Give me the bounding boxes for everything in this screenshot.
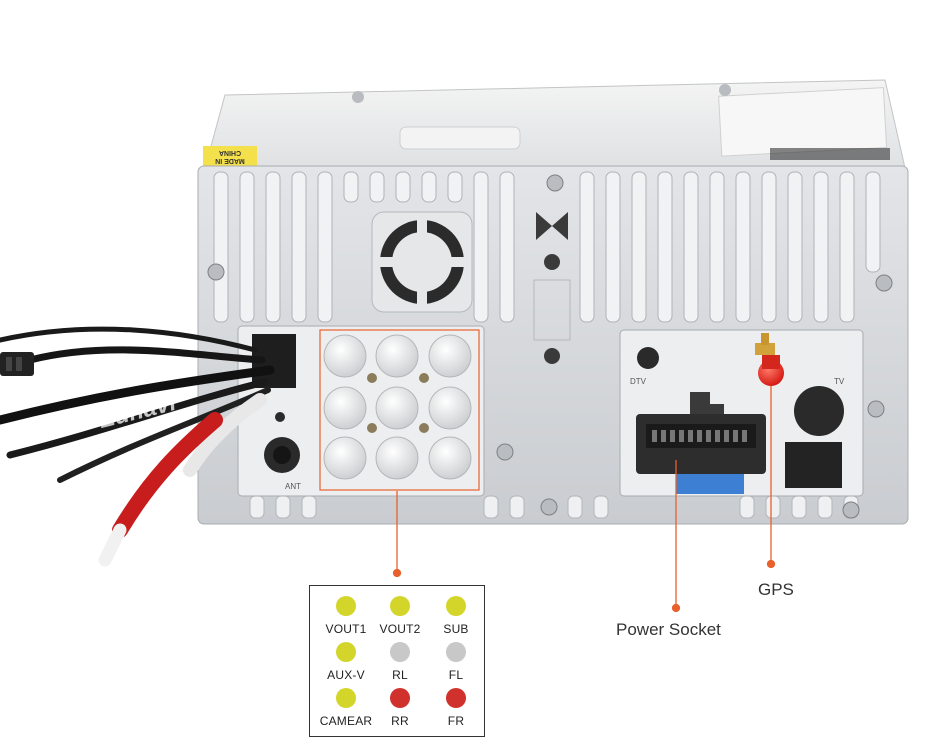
legend-label: AUX-V: [327, 668, 365, 682]
legend-item: VOUT1: [313, 592, 379, 638]
tv-label: TV: [834, 377, 845, 386]
legend-color-dot: [336, 642, 356, 662]
chassis-screws: [207, 174, 893, 519]
legend-item: FL: [423, 638, 489, 684]
sticker-line-2: MADE IN: [215, 157, 245, 164]
top-housing: [203, 79, 906, 169]
barcode-icon: [770, 148, 890, 160]
wiring-harness: [0, 326, 275, 567]
dtv-label: DTV: [630, 377, 646, 386]
harness-plug-icon: [0, 352, 34, 376]
blue-connector: [676, 474, 744, 494]
legend-item: AUX-V: [313, 638, 379, 684]
legend-item: FR: [423, 684, 489, 730]
legend-item: RR: [367, 684, 433, 730]
legend-color-dot: [446, 596, 466, 616]
legend-item: VOUT2: [367, 592, 433, 638]
legend-label: VOUT1: [325, 622, 367, 636]
rca-jacks: [323, 334, 472, 480]
sticker-text-block: CHINA MADE IN: [205, 148, 255, 164]
ant-label: ANT: [285, 482, 301, 491]
legend-item: CAMEAR: [313, 684, 379, 730]
sticker-line-1: CHINA: [218, 149, 242, 156]
power-socket-label: Power Socket: [616, 620, 721, 639]
callout-lines: [392, 386, 776, 613]
legend-label: SUB: [443, 622, 469, 636]
legend-color-dot: [390, 642, 410, 662]
dtv-port: [637, 347, 659, 369]
legend-item: SUB: [423, 592, 489, 638]
legend-item: RL: [367, 638, 433, 684]
rca-color-legend: VOUT1 VOUT2 SUB AUX-V RL FL CAMEAR RR FR: [309, 585, 485, 737]
fan-icon: [371, 211, 473, 313]
legend-color-dot: [446, 642, 466, 662]
gps-connector-icon: [755, 333, 784, 386]
gps-label: GPS: [758, 580, 794, 599]
legend-color-dot: [446, 688, 466, 708]
legend-color-dot: [336, 596, 356, 616]
legend-color-dot: [390, 688, 410, 708]
power-socket: [636, 392, 766, 494]
rca-highlight-box: [319, 329, 480, 491]
legend-label: RL: [392, 668, 408, 682]
rca-screws: [367, 373, 429, 433]
legend-color-dot: [336, 688, 356, 708]
tv-port: [794, 386, 844, 436]
legend-label: CAMEAR: [319, 714, 373, 728]
legend-label: FL: [448, 668, 464, 682]
legend-color-dot: [390, 596, 410, 616]
legend-label: FR: [447, 714, 465, 728]
center-vent-cutouts: [533, 212, 571, 364]
legend-label: VOUT2: [379, 622, 421, 636]
legend-label: RR: [391, 714, 409, 728]
auxiliary-block: [785, 442, 842, 488]
heat-sink-fins: [213, 171, 881, 323]
made-in-china-sticker: [203, 146, 257, 168]
